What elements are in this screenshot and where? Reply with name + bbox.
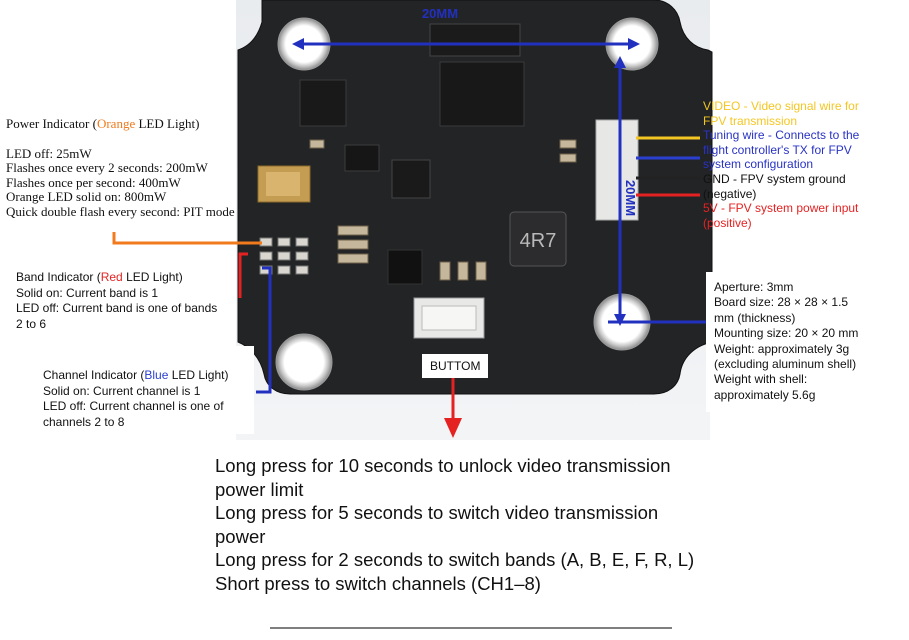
- wire-labels-block: VIDEO - Video signal wire for FPV transm…: [703, 99, 859, 230]
- inductor-marking: 4R7: [520, 230, 557, 252]
- spec-line: approximately 5.6g: [714, 387, 816, 402]
- wire-gnd-label: GND - FPV system ground: [703, 171, 846, 186]
- power-spacer: [6, 132, 235, 147]
- chip-center: [391, 159, 431, 199]
- button-function-line: Long press for 2 seconds to switch bands…: [215, 549, 695, 571]
- inductor-small: [387, 249, 423, 285]
- channel-title-color-word: Blue: [144, 368, 169, 382]
- mount-hole-bottom-left: [275, 333, 333, 391]
- specs-panel-bg: [706, 272, 909, 412]
- leader-band-indicator: [238, 252, 248, 298]
- dim-right-arrow-top: [614, 56, 626, 68]
- band-line: LED off: Current band is one of bands: [16, 301, 218, 315]
- band-title-suffix: LED Light): [122, 270, 183, 284]
- wire-tuning-label: Tuning wire - Connects to the: [703, 128, 860, 143]
- channel-indicator-title: Channel Indicator (Blue LED Light): [43, 368, 228, 384]
- power-title-suffix: LED Light): [135, 116, 200, 131]
- spec-line: (excluding aluminum shell): [714, 357, 857, 372]
- button-function-line: Long press for 10 seconds to unlock vide…: [215, 455, 671, 476]
- wire-gnd-label: (negative): [703, 186, 757, 201]
- band-line: Solid on: Current band is 1: [16, 285, 159, 300]
- wire-tuning-label: flight controller's TX for FPV: [703, 142, 852, 157]
- wire-connector: [595, 119, 639, 221]
- button-function-line: Short press to switch channels (CH1–8): [215, 572, 541, 594]
- button-cap: [421, 305, 477, 331]
- power-indicator-panel-bg: [0, 62, 236, 232]
- main-ic: [439, 61, 525, 127]
- spec-line: mm (thickness): [714, 310, 796, 325]
- band-title-prefix: Band Indicator (: [16, 270, 101, 284]
- wire-video-label: VIDEO - Video signal wire for: [703, 99, 859, 113]
- channel-indicator-panel-bg: [18, 346, 254, 434]
- channel-indicator-block: Channel Indicator (Blue LED Light) Solid…: [43, 368, 228, 430]
- power-line: Flashes once every 2 seconds: 200mW: [6, 160, 208, 176]
- button-arrow-head: [444, 418, 462, 438]
- channel-line: Solid on: Current channel is 1: [43, 383, 201, 398]
- band-line: 2 to 6: [16, 316, 47, 331]
- button-function-line: power limit: [215, 478, 304, 500]
- power-line: Quick double flash every second: PIT mod…: [6, 203, 235, 219]
- wire-power-label: 5V - FPV system power input: [703, 201, 859, 216]
- antenna-connector-inner: [266, 172, 300, 196]
- leader-channel-indicator: [256, 266, 272, 394]
- band-indicator-block: Band Indicator (Red LED Light) Solid on:…: [16, 270, 217, 332]
- band-title-color-word: Red: [100, 270, 123, 284]
- power-indicator-block: Power Indicator (Orange LED Light) LED o…: [6, 116, 235, 220]
- button-label: BUTTOM: [430, 359, 481, 373]
- power-title-prefix: Power Indicator (: [6, 116, 97, 131]
- button-label-bg: [422, 354, 488, 378]
- chip-left: [299, 79, 347, 127]
- inductor-4r7: [509, 211, 567, 267]
- dim-top-arrow-left: [292, 38, 304, 50]
- spec-line: Mounting size: 20 × 20 mm: [714, 326, 859, 341]
- specs-block: Aperture: 3mm Board size: 28 × 28 × 1.5 …: [714, 280, 858, 403]
- passive-components: [309, 139, 577, 281]
- power-title-color-word: Orange: [96, 116, 136, 131]
- button-function-line: power: [215, 525, 266, 547]
- dim-top-label: 20MM: [422, 6, 458, 21]
- power-indicator-title: Power Indicator (Orange LED Light): [6, 116, 235, 132]
- power-line: Orange LED solid on: 800mW: [6, 189, 167, 205]
- spec-line: Board size: 28 × 28 × 1.5: [714, 295, 849, 310]
- pcb-board: [237, 0, 713, 395]
- dim-top-arrow-right: [628, 38, 640, 50]
- band-indicator-panel-bg: [0, 262, 236, 340]
- power-line: Flashes once per second: 400mW: [6, 174, 181, 190]
- channel-line: channels 2 to 8: [43, 414, 125, 429]
- wire-video-label: FPV transmission: [703, 113, 798, 128]
- dim-right-arrow-bottom: [614, 314, 626, 326]
- wire-tuning-label: system configuration: [703, 157, 814, 172]
- channel-title-suffix: LED Light): [168, 368, 229, 382]
- button-function-line: Long press for 5 seconds to switch video…: [215, 502, 659, 524]
- led-array: [259, 237, 309, 275]
- chip-top: [429, 23, 521, 57]
- wire-power-label: (positive): [703, 215, 752, 230]
- dim-right-label: 20MM: [623, 180, 638, 216]
- channel-line: LED off: Current channel is one of: [43, 399, 224, 413]
- band-indicator-title: Band Indicator (Red LED Light): [16, 270, 217, 286]
- channel-title-prefix: Channel Indicator (: [43, 368, 145, 382]
- spec-line: Weight with shell:: [714, 372, 808, 387]
- spec-line: Weight: approximately 3g: [714, 341, 850, 356]
- button-functions-block: Long press for 10 seconds to unlock vide…: [215, 454, 694, 596]
- power-line: LED off: 25mW: [6, 145, 92, 161]
- spec-line: Aperture: 3mm: [714, 280, 794, 294]
- chip-small: [344, 144, 380, 172]
